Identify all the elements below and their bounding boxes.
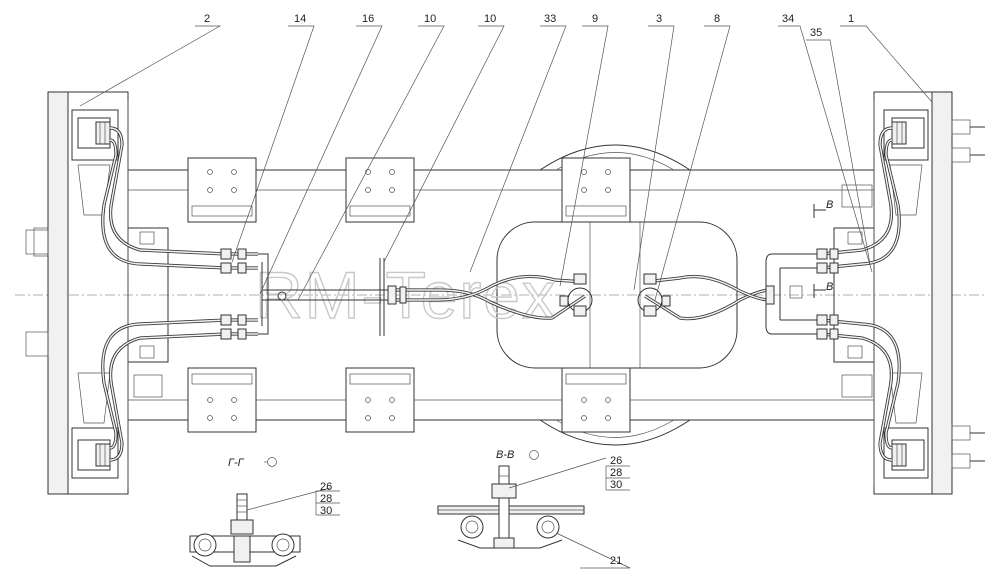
pad-bottom-3	[561, 367, 631, 433]
callout-numbers: 2 14 16 10 10 33 9 3 8 34 35 1 21	[204, 13, 854, 567]
section-b-upper-mark: B	[826, 199, 833, 211]
callout-8: 8	[714, 13, 720, 25]
callout-33: 33	[544, 13, 556, 25]
hose-right-upper	[821, 126, 901, 270]
caliper-bottom-left	[77, 439, 111, 471]
leader-lines	[79, 25, 933, 569]
pad-top-2	[345, 157, 415, 223]
section-gg: Г-Г 26 28 30	[189, 457, 340, 567]
callout-34: 34	[782, 13, 794, 25]
section-vv-part-26: 26	[610, 455, 622, 467]
hose-centre-left	[392, 274, 586, 320]
callout-14: 14	[294, 13, 306, 25]
section-b-lower-mark: B	[826, 281, 833, 293]
brake-calipers	[77, 117, 925, 471]
mounting-pads	[187, 157, 631, 433]
hose-left-lower	[101, 318, 227, 462]
hose-centre-right	[644, 274, 771, 321]
caliper-top-right	[891, 117, 925, 149]
section-gg-part-28: 28	[320, 493, 332, 505]
right-wheel-flange	[873, 91, 985, 495]
pad-bottom-2	[345, 367, 415, 433]
hose-right-lower	[821, 318, 901, 462]
section-gg-part-26: 26	[320, 481, 332, 493]
section-vv-part-30: 30	[610, 479, 622, 491]
section-b-marks: B B	[813, 199, 833, 298]
section-gg-title: Г-Г	[228, 457, 245, 469]
section-vv-title: В-В	[496, 449, 514, 461]
section-gg-view-symbol	[267, 457, 277, 467]
section-gg-part-30: 30	[320, 505, 332, 517]
callout-2: 2	[204, 13, 210, 25]
fittings-right	[816, 248, 839, 340]
left-wheel-flange	[25, 91, 129, 495]
callout-16: 16	[362, 13, 374, 25]
hose-left-upper	[101, 126, 227, 270]
callout-1: 1	[848, 13, 854, 25]
callout-10b: 10	[484, 13, 496, 25]
section-vv-view-symbol	[529, 450, 539, 460]
fittings-left	[220, 248, 287, 340]
brake-hoses	[101, 126, 901, 462]
caliper-bottom-right	[891, 439, 925, 471]
section-vv-part-28: 28	[610, 467, 622, 479]
callout-3: 3	[656, 13, 662, 25]
pad-bottom-1	[187, 367, 257, 433]
callout-35: 35	[810, 27, 822, 39]
fittings-centre	[387, 273, 775, 317]
pad-top-3	[561, 157, 631, 223]
fittings	[220, 248, 839, 340]
callout-10a: 10	[424, 13, 436, 25]
caliper-top-left	[77, 117, 111, 149]
section-vv: В-В 26 28 30	[437, 449, 630, 549]
pad-top-1	[187, 157, 257, 223]
callout-9: 9	[592, 13, 598, 25]
callout-21: 21	[610, 555, 622, 567]
